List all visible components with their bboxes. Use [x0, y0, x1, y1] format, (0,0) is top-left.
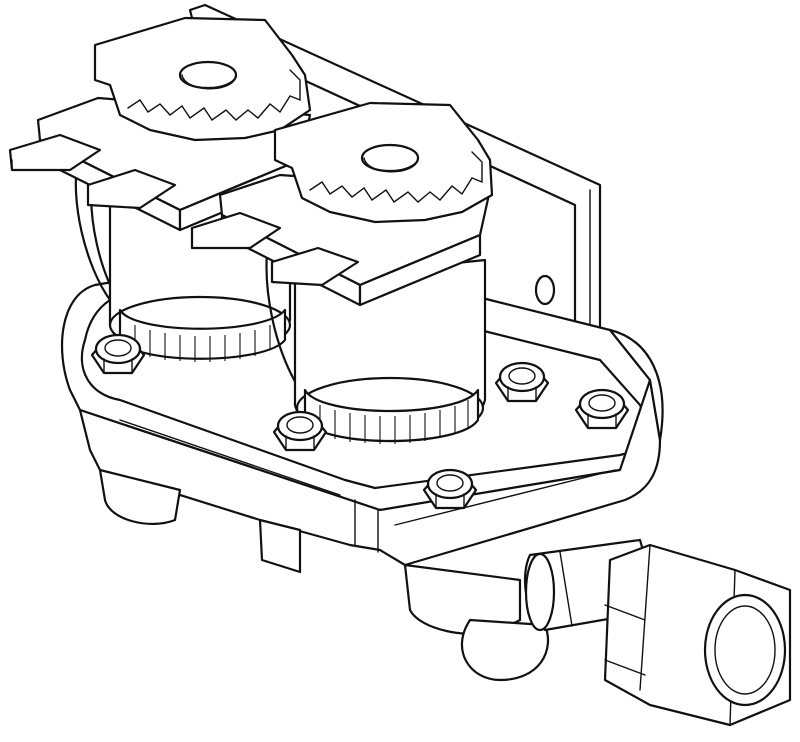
hex-bolt — [422, 468, 478, 510]
solenoid-cap-hole — [178, 60, 238, 90]
hex-bolt — [574, 388, 630, 430]
bracket-hole — [534, 274, 556, 306]
solenoid-cap-hole — [360, 143, 420, 173]
solenoid-coil-right — [190, 101, 494, 444]
outlet-fitting — [523, 538, 792, 727]
hex-bolt — [494, 361, 550, 403]
outlet-opening — [703, 593, 787, 707]
hex-bolt — [90, 333, 146, 375]
hex-bolt — [272, 410, 328, 452]
